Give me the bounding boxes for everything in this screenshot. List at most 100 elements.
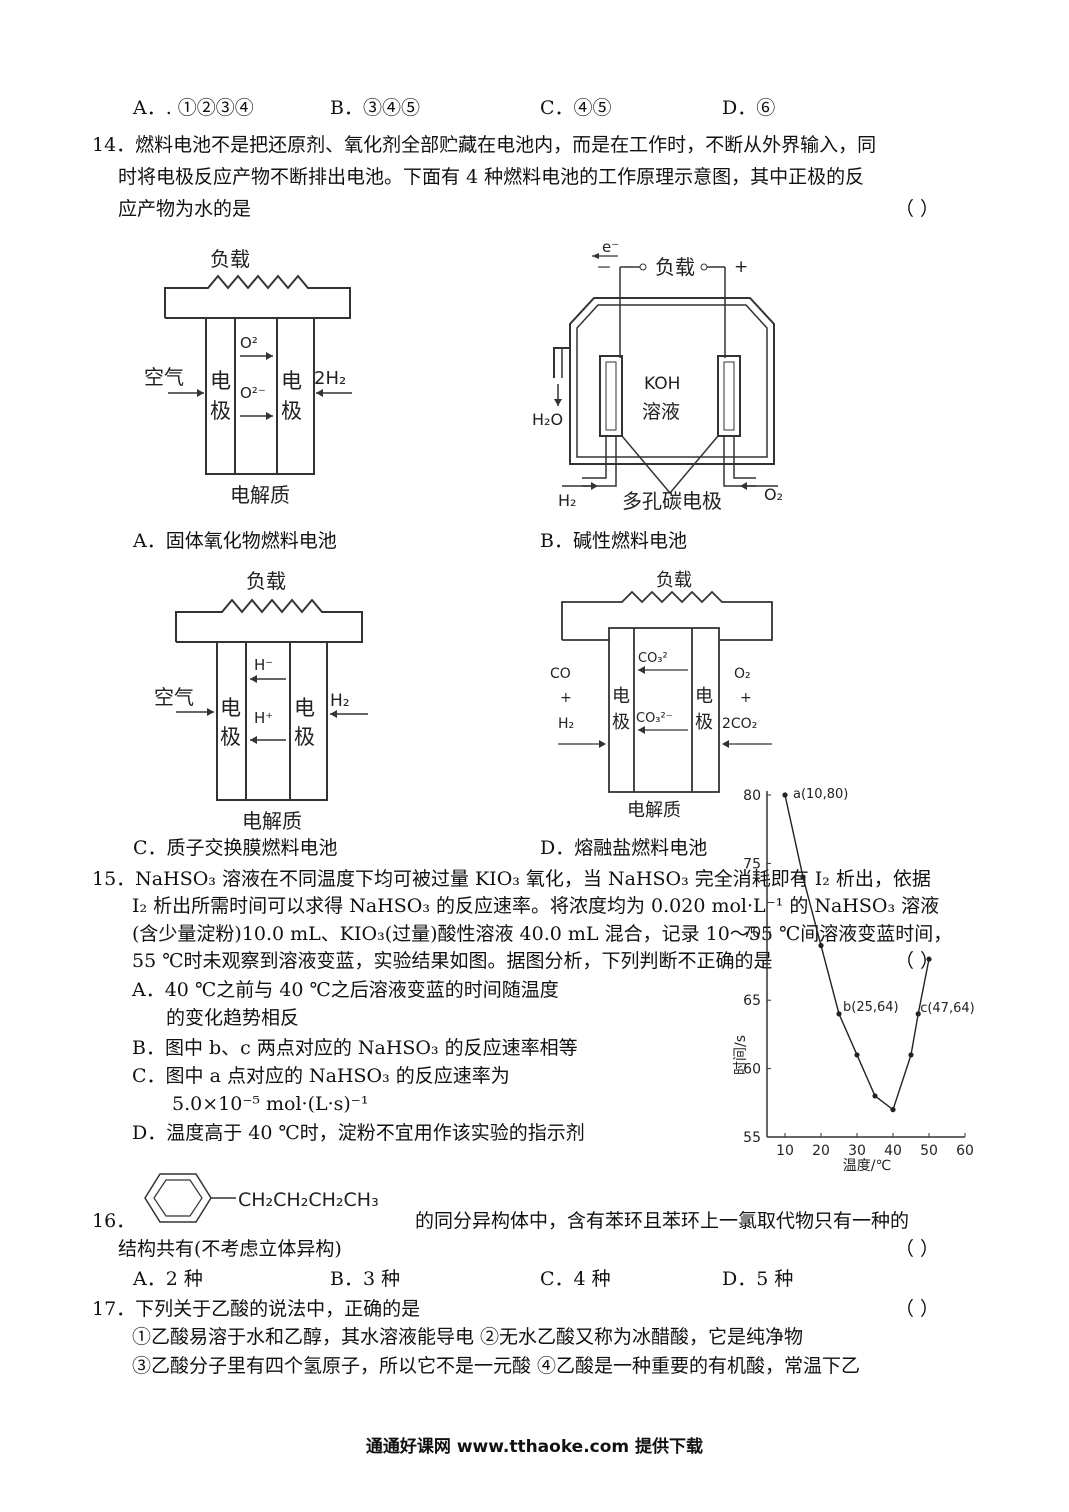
q16-substituent-label: CH₂CH₂CH₂CH₃ <box>238 1189 379 1211</box>
diagram-c-electrode-right-1: 电 <box>294 696 315 720</box>
chart-point <box>800 874 806 880</box>
q15-option-b: B．图中 b、c 两点对应的 NaHSO₃ 的反应速率相等 <box>132 1037 578 1059</box>
diagram-c-pem-cell: 负载 H⁻ H⁺ 电 极 电 极 空气 H₂ 电解质 <box>154 569 368 833</box>
q13-option-b: B．③④⑤ <box>330 97 420 119</box>
diagram-a-electrolyte-label: 电解质 <box>230 483 290 507</box>
q13-option-c: C．④⑤ <box>540 97 612 119</box>
diagram-c-electrode-left-1: 电 <box>220 696 241 720</box>
diagram-a-load-label: 负载 <box>210 247 250 271</box>
diagram-b-h2o-label: H₂O <box>532 410 563 429</box>
q15-option-a-line-2: 的变化趋势相反 <box>166 1007 300 1029</box>
diagram-d-electrode-right-2: 极 <box>695 712 713 733</box>
q15-option-a-line-1: A．40 ℃之前与 40 ℃之后溶液变蓝的时间随温度 <box>132 979 559 1001</box>
q16-option-d: D．5 种 <box>722 1268 794 1290</box>
diagram-b-koh-label: KOH <box>644 374 680 394</box>
q14-line-2: 时将电极反应产物不断排出电池。下面有 4 种燃料电池的工作原理示意图，其中正极的… <box>118 166 865 188</box>
chart-series-line <box>784 794 930 1111</box>
diagram-d-co2-label: 2CO₂ <box>722 716 757 732</box>
diagram-d-ion-top: CO₃² <box>638 651 668 666</box>
diagram-d-electrolyte-label: 电解质 <box>627 800 681 821</box>
diagram-c-h2-label: H₂ <box>330 691 350 711</box>
diagram-b-alkaline-cell: e⁻ － 负载 + H₂O KOH 溶液 H₂ 多孔碳电极 O₂ <box>532 238 783 513</box>
chart-x-tick-label: 50 <box>920 1143 938 1159</box>
chart-point <box>872 1093 878 1099</box>
q16-option-c: C．4 种 <box>540 1268 611 1290</box>
chart-y-tick-label: 75 <box>743 856 761 872</box>
diagram-a-ion-top: O² <box>240 334 258 352</box>
diagram-d-ion-bottom: CO₃²⁻ <box>636 711 673 726</box>
q14-caption-a: A．固体氧化物燃料电池 <box>133 530 337 552</box>
q15-line-2: I₂ 析出所需时间可以求得 NaHSO₃ 的反应速率。将浓度均为 0.020 m… <box>132 895 940 917</box>
chart-annotation: c(47,64) <box>920 1001 975 1016</box>
diagram-d-molten-salt-cell: 负载 CO₃² CO₃²⁻ 电 极 电 极 CO + H₂ O₂ + 2CO₂ … <box>550 570 773 821</box>
diagram-b-solution-label: 溶液 <box>642 401 680 423</box>
chart-y-axis-label: 时间/s <box>733 1035 749 1075</box>
diagram-c-electrode-right-2: 极 <box>294 725 315 749</box>
diagram-b-plus-label: + <box>734 257 748 277</box>
q16-line-2: 结构共有(不考虑立体异构) <box>118 1238 342 1260</box>
diagram-d-electrode-left-2: 极 <box>612 712 630 733</box>
diagram-a-electrode-left-1: 电 <box>210 369 231 393</box>
chart-point <box>908 1052 914 1058</box>
q17-line-2: ①乙酸易溶于水和乙醇，其水溶液能导电 ②无水乙酸又称为冰醋酸，它是纯净物 <box>132 1326 804 1348</box>
diagram-b-electrode-label: 多孔碳电极 <box>622 489 722 513</box>
diagram-d-co-label: CO <box>550 666 571 682</box>
q14-answer-blank: （ ） <box>895 198 940 220</box>
q15-line-1: 15．NaHSO₃ 溶液在不同温度下均可被过量 KIO₃ 氧化，当 NaHSO₃… <box>92 868 931 890</box>
diagram-a-h2-label: 2H₂ <box>314 368 346 389</box>
diagram-b-h2-label: H₂ <box>558 491 576 510</box>
q16-option-a: A．2 种 <box>133 1268 203 1290</box>
chart-point <box>836 1011 842 1017</box>
diagram-d-electrode-right-1: 电 <box>695 686 713 707</box>
chart-point <box>854 1052 860 1058</box>
q17-line-3: ③乙酸分子里有四个氢原子，所以它不是一元酸 ④乙酸是一种重要的有机酸，常温下乙 <box>132 1355 861 1377</box>
q16-benzene-structure: CH₂CH₂CH₂CH₃ <box>144 1173 379 1223</box>
diagram-a-electrode-right-2: 极 <box>281 399 302 423</box>
chart-point <box>915 1011 921 1017</box>
chart-x-tick-label: 60 <box>956 1143 974 1159</box>
q15-line-3: (含少量淀粉)10.0 mL、KIO₃(过量)酸性溶液 40.0 mL 混合，记… <box>132 923 953 945</box>
diagram-d-load-label: 负载 <box>656 570 692 591</box>
diagram-d-o2-label: O₂ <box>734 666 751 682</box>
diagram-c-ion-bottom: H⁺ <box>254 709 273 727</box>
chart-series: a(10,80)b(25,64)c(47,64) <box>782 787 975 1113</box>
diagram-a-electrode-right-1: 电 <box>281 369 302 393</box>
q14-line-3: 应产物为水的是 <box>118 198 252 220</box>
q14-line-1: 14．燃料电池不是把还原剂、氧化剂全部贮藏在电池内，而是在工作时，不断从外界输入… <box>92 134 877 156</box>
footer-credit: 通通好课网 www.tthaoke.com 提供下载 <box>365 1437 704 1457</box>
diagram-d-electrode-left-1: 电 <box>612 686 630 707</box>
diagram-d-plus-right: + <box>740 690 752 706</box>
chart-x-tick-label: 40 <box>884 1143 902 1159</box>
q16-option-b: B．3 种 <box>330 1268 401 1290</box>
chart-point <box>890 1107 896 1113</box>
chart-y-tick-label: 55 <box>743 1130 761 1146</box>
q16-number: 16． <box>92 1210 136 1232</box>
diagram-a-electrode-left-2: 极 <box>210 399 231 423</box>
q15-option-c-line-1: C．图中 a 点对应的 NaHSO₃ 的反应速率为 <box>132 1065 510 1087</box>
q13-option-a: A．. ①②③④ <box>133 97 254 119</box>
chart-axes <box>766 791 965 1138</box>
diagram-c-load-label: 负载 <box>246 569 286 593</box>
chart-x-tick-label: 10 <box>776 1143 794 1159</box>
q17-line-1: 17．下列关于乙酸的说法中，正确的是 <box>92 1298 421 1320</box>
diagram-b-minus-label: － <box>596 258 612 277</box>
q15-option-d: D．温度高于 40 ℃时，淀粉不宜用作该实验的指示剂 <box>132 1122 585 1144</box>
chart-x-tick-label: 30 <box>848 1143 866 1159</box>
q17-answer-blank: （ ） <box>895 1298 940 1320</box>
chart-point <box>782 792 788 798</box>
q14-caption-d: D．熔融盐燃料电池 <box>540 837 708 859</box>
diagram-b-electron-label: e⁻ <box>602 238 619 256</box>
diagram-c-air-label: 空气 <box>154 685 194 709</box>
diagram-b-o2-label: O₂ <box>764 485 783 504</box>
chart-y-tick-label: 70 <box>743 925 761 941</box>
chart-x-axis-label: 温度/℃ <box>843 1158 891 1174</box>
diagram-d-h2-label: H₂ <box>558 716 574 732</box>
diagram-c-ion-top: H⁻ <box>254 656 273 674</box>
diagram-d-plus-left: + <box>560 690 572 706</box>
chart-annotation: a(10,80) <box>793 787 848 802</box>
q15-option-c-line-2: 5.0×10⁻⁵ mol·(L·s)⁻¹ <box>172 1093 369 1115</box>
chart-x-tick-label: 20 <box>812 1143 830 1159</box>
diagram-a-air-label: 空气 <box>144 365 184 389</box>
benzene-ring-icon <box>144 1173 212 1223</box>
